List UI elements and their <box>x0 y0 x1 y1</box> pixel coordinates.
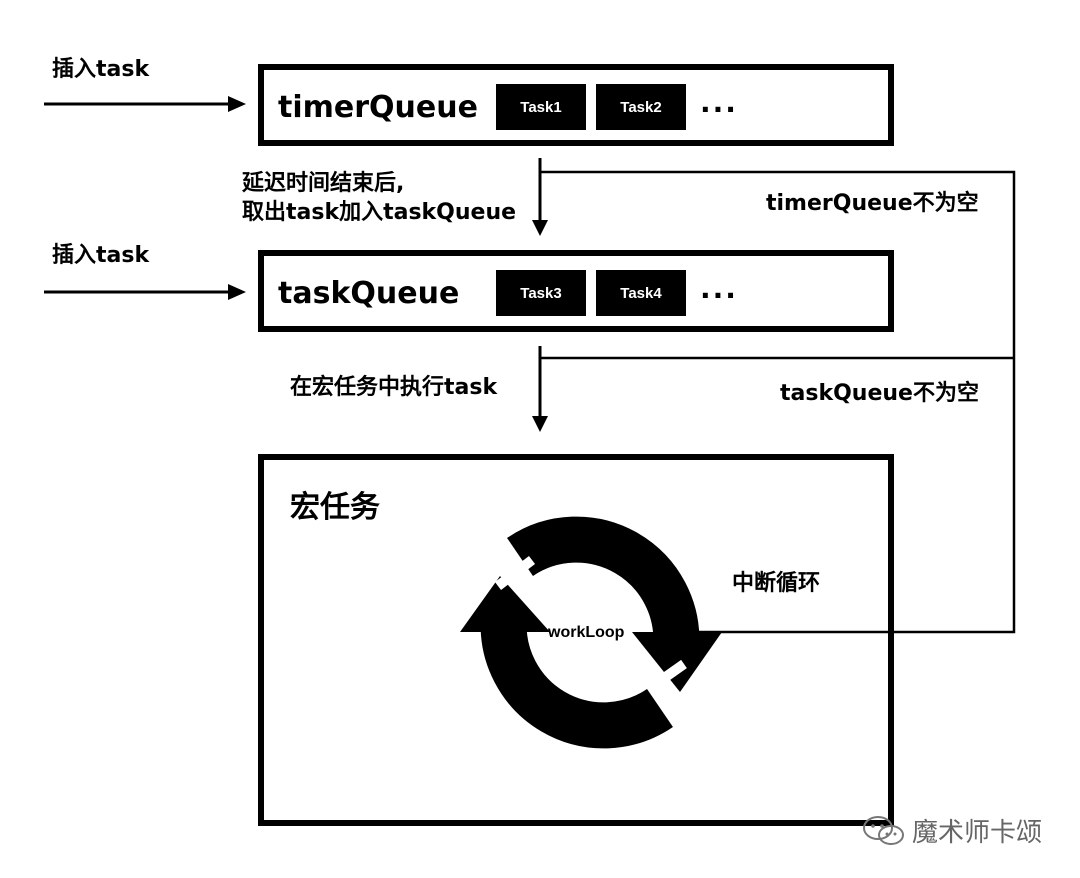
timer-to-task-arrowhead <box>532 220 548 236</box>
task-to-macro-arrowhead <box>532 416 548 432</box>
task-queue-more: ... <box>700 272 738 305</box>
timer-not-empty-line <box>540 170 1016 634</box>
macro-task-box: 宏任务 <box>258 454 894 826</box>
timer-queue-box: timerQueue Task1 Task2 ... <box>258 64 894 146</box>
workloop-cycle-icon <box>460 516 722 749</box>
delay-note-line2: 取出task加入taskQueue <box>242 199 517 225</box>
execute-note: 在宏任务中执行task <box>290 375 498 400</box>
interrupt-loop-label: 中断循环 <box>732 571 821 596</box>
wechat-icon <box>863 815 904 845</box>
insert-task-label-1: 插入task <box>52 57 150 82</box>
watermark-text: 魔术师卡颂 <box>912 818 1043 848</box>
task4-chip: Task4 <box>596 270 686 316</box>
task1-chip: Task1 <box>496 84 586 130</box>
delay-note: 延迟时间结束后, 取出task加入taskQueue <box>242 170 516 227</box>
watermark: 魔术师卡颂 <box>862 812 1042 849</box>
macro-task-title: 宏任务 <box>290 490 380 525</box>
task-queue-title: taskQueue <box>278 276 460 311</box>
delay-note-line1: 延迟时间结束后, <box>242 171 405 196</box>
task2-chip: Task2 <box>596 84 686 130</box>
timer-queue-more: ... <box>700 86 738 119</box>
insert-task-label-2: 插入task <box>52 243 150 268</box>
timer-not-empty-label: timerQueue不为空 <box>766 191 979 216</box>
insert-arrowhead-timer <box>228 96 246 112</box>
task-not-empty-label: taskQueue不为空 <box>780 381 979 406</box>
workloop-label: workLoop <box>548 624 625 641</box>
timer-queue-title: timerQueue <box>278 90 478 125</box>
insert-arrowhead-task <box>228 284 246 300</box>
task-queue-box: taskQueue Task3 Task4 ... <box>258 250 894 332</box>
task3-chip: Task3 <box>496 270 586 316</box>
